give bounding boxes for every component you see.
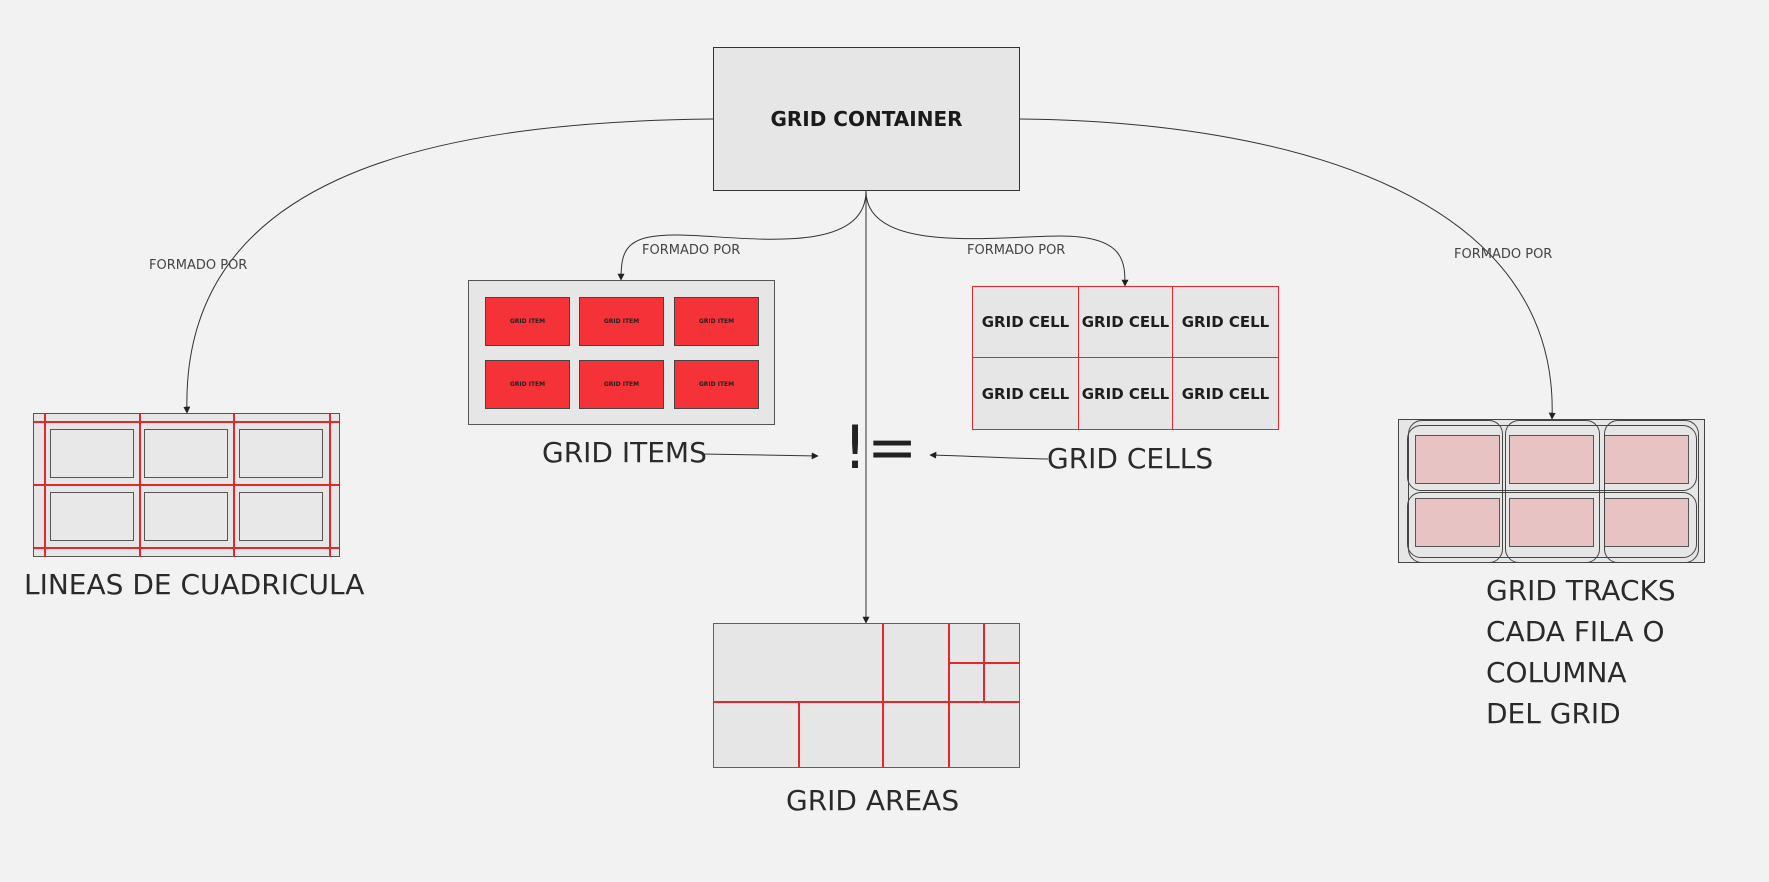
row-line xyxy=(34,421,339,423)
grid-tracks-example xyxy=(1398,419,1705,563)
row-line xyxy=(34,547,339,549)
grid-item: GRID ITEM xyxy=(485,297,570,346)
grid-cell: GRID CELL xyxy=(1181,384,1270,403)
grid-cell: GRID CELL xyxy=(973,358,1079,429)
edge-label-lines: FORMADO POR xyxy=(149,258,248,273)
lines-cell xyxy=(239,429,323,478)
grid-item: GRID ITEM xyxy=(579,360,664,409)
items-caption: GRID ITEMS xyxy=(542,436,707,469)
track-cell xyxy=(1604,498,1689,547)
edge-to-tracks xyxy=(1019,118,1556,420)
track-cell xyxy=(1509,498,1594,547)
edge-to-lines xyxy=(183,118,714,414)
grid-cell: GRID CELL xyxy=(1079,358,1173,429)
grid-item: GRID ITEM xyxy=(674,360,759,409)
edge-label-cells: FORMADO POR xyxy=(967,243,1066,258)
track-column xyxy=(1505,420,1600,563)
tracks-caption-line: DEL GRID xyxy=(1486,697,1621,730)
grid-cell: GRID CELL xyxy=(973,287,1079,358)
track-column xyxy=(1604,420,1699,563)
track-row xyxy=(1407,492,1697,558)
lines-cell xyxy=(144,429,228,478)
lines-cell xyxy=(50,492,134,541)
area-divider xyxy=(798,701,800,767)
grid-cells-example: GRID CELL GRID CELL GRID CELL GRID CELL … xyxy=(972,286,1279,430)
area-divider xyxy=(948,662,1019,664)
edge-label-items: FORMADO POR xyxy=(642,243,741,258)
tracks-caption-line: CADA FILA O xyxy=(1486,615,1665,648)
track-cell xyxy=(1509,435,1594,484)
edge-to-cells xyxy=(865,190,1129,287)
track-cell xyxy=(1415,435,1500,484)
row-line xyxy=(34,484,339,486)
lines-cell xyxy=(239,492,323,541)
arrow-cells-to-neq xyxy=(929,451,1049,460)
grid-items-example: GRID ITEM GRID ITEM GRID ITEM GRID ITEM … xyxy=(468,280,775,425)
grid-lines-example xyxy=(33,413,340,557)
track-cell xyxy=(1415,498,1500,547)
track-column xyxy=(1408,420,1503,563)
grid-item: GRID ITEM xyxy=(579,297,664,346)
areas-caption: GRID AREAS xyxy=(786,784,960,817)
not-equal-symbol: != xyxy=(843,413,918,483)
area-divider xyxy=(714,701,1019,703)
grid-cell: GRID CELL xyxy=(1173,287,1278,358)
grid-item: GRID ITEM xyxy=(674,297,759,346)
area-divider xyxy=(948,624,950,767)
grid-container-label: GRID CONTAINER xyxy=(770,107,963,131)
cells-caption: GRID CELLS xyxy=(1047,442,1214,475)
lines-cell xyxy=(144,492,228,541)
grid-cell: GRID CELL xyxy=(1079,287,1173,358)
lines-caption: LINEAS DE CUADRICULA xyxy=(24,568,365,601)
track-row xyxy=(1407,425,1697,491)
edge-to-items xyxy=(617,190,867,281)
edge-label-tracks: FORMADO POR xyxy=(1454,247,1553,262)
grid-item: GRID ITEM xyxy=(485,360,570,409)
grid-container-box: GRID CONTAINER xyxy=(713,47,1020,191)
tracks-caption-line: GRID TRACKS xyxy=(1486,574,1676,607)
tracks-caption: GRID TRACKS CADA FILA O COLUMNA DEL GRID xyxy=(1486,570,1676,734)
arrow-items-to-neq xyxy=(700,452,819,460)
lines-cell xyxy=(50,429,134,478)
area-divider xyxy=(882,624,884,767)
tracks-caption-line: COLUMNA xyxy=(1486,656,1627,689)
grid-areas-example xyxy=(713,623,1020,768)
